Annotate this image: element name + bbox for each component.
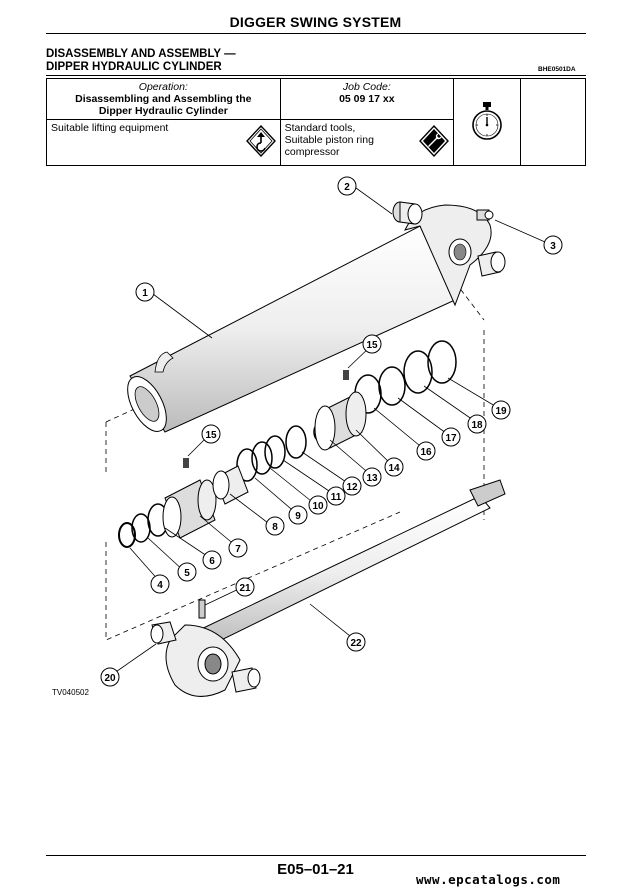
svg-text:5: 5 (184, 568, 190, 579)
svg-text:14: 14 (388, 463, 400, 474)
callout-20: 20 (100, 667, 120, 687)
tools-cell: Standard tools, Suitable piston ring com… (279, 119, 405, 166)
svg-text:3: 3 (550, 241, 556, 252)
svg-text:15: 15 (366, 340, 378, 351)
time-cell (453, 78, 521, 166)
callout-12: 12 (342, 476, 362, 496)
svg-text:9: 9 (295, 511, 301, 522)
callouts: 1 2 3 4 5 6 7 8 9 10 11 12 13 14 15 15 1… (100, 176, 563, 687)
callout-4: 4 (150, 574, 170, 594)
exploded-view-diagram: 1 2 3 4 5 6 7 8 9 10 11 12 13 14 15 15 1… (100, 176, 563, 697)
operation-cell: Operation: Disassembling and Assembling … (46, 78, 281, 120)
procedure-title: DISASSEMBLY AND ASSEMBLY — DIPPER HYDRAU… (46, 48, 236, 74)
callout-13: 13 (362, 467, 382, 487)
procedure-title-line2: DIPPER HYDRAULIC CYLINDER (46, 61, 222, 73)
callout-15a: 15 (362, 334, 382, 354)
set-screws-15 (183, 370, 349, 468)
callout-5: 5 (177, 562, 197, 582)
svg-text:22: 22 (350, 638, 362, 649)
job-code-cell: Job Code: 05 09 17 xx (279, 78, 455, 120)
callout-8: 8 (265, 516, 285, 536)
watermark: www.epcatalogs.com (416, 872, 561, 887)
section-title: DIGGER SWING SYSTEM (229, 14, 402, 30)
callout-19: 19 (491, 400, 511, 420)
callout-10: 10 (308, 495, 328, 515)
gland-7 (162, 479, 217, 539)
grease-nipple-3 (476, 209, 494, 221)
tools-line3: compressor (284, 146, 340, 158)
job-code-label: Job Code: (342, 81, 391, 93)
svg-text:18: 18 (471, 420, 483, 431)
svg-text:2: 2 (344, 182, 350, 193)
svg-text:21: 21 (239, 583, 251, 594)
cylinder-barrel (127, 204, 492, 433)
svg-text:11: 11 (331, 492, 342, 503)
job-code-value: 05 09 17 xx (339, 93, 395, 105)
callout-2: 2 (337, 176, 357, 196)
operation-line2: Dipper Hydraulic Cylinder (98, 105, 228, 117)
svg-text:1: 1 (142, 288, 148, 299)
equipment-cell: Suitable lifting equipment (45, 119, 232, 166)
svg-text:6: 6 (209, 556, 215, 567)
svg-text:13: 13 (366, 473, 378, 484)
callout-3: 3 (543, 235, 563, 255)
callout-22: 22 (346, 632, 366, 652)
svg-text:17: 17 (445, 433, 457, 444)
leader-lines (109, 187, 546, 677)
svg-text:15: 15 (205, 430, 217, 441)
page-number: E05–01–21 (277, 861, 354, 878)
piston-14 (314, 391, 367, 451)
callout-1: 1 (135, 282, 155, 302)
bush-barrel (477, 251, 506, 277)
callout-11: 11 (326, 486, 346, 506)
svg-text:10: 10 (312, 501, 324, 512)
callout-17: 17 (441, 427, 461, 447)
figure-id: TV040502 (52, 688, 89, 697)
bush-2 (392, 201, 423, 225)
wrench-icon-cell (405, 119, 454, 166)
svg-text:4: 4 (157, 580, 163, 591)
svg-text:8: 8 (272, 522, 278, 533)
callout-16: 16 (416, 441, 436, 461)
tools-line2: Suitable piston ring (284, 134, 374, 146)
callout-6: 6 (202, 550, 222, 570)
wrench-icon (419, 124, 449, 158)
svg-text:12: 12 (346, 482, 358, 493)
svg-text:19: 19 (495, 406, 507, 417)
tools-line1: Standard tools, (284, 122, 356, 134)
callout-7: 7 (228, 538, 248, 558)
stopwatch-icon (472, 101, 502, 140)
piston-rod (150, 479, 506, 697)
operation-table: Operation: Disassembling and Assembling … (45, 78, 586, 166)
seal-rings (118, 340, 457, 548)
svg-text:20: 20 (104, 673, 116, 684)
callout-18: 18 (467, 414, 487, 434)
reference-code: BHE0501DA (538, 66, 576, 73)
lifting-hook-icon (245, 124, 276, 158)
footer-rule (46, 855, 586, 856)
operation-label: Operation: (138, 81, 188, 93)
procedure-title-line1: DISASSEMBLY AND ASSEMBLY — (46, 48, 236, 60)
svg-text:7: 7 (235, 544, 241, 555)
operation-line1: Disassembling and Assembling the (75, 93, 252, 105)
callout-9: 9 (288, 505, 308, 525)
svg-text:16: 16 (420, 447, 432, 458)
bush-8 (212, 465, 249, 505)
title-rule (46, 75, 586, 76)
callout-21: 21 (235, 577, 255, 597)
lifting-icon-cell (231, 119, 281, 166)
blank-cell (520, 78, 586, 166)
callout-15b: 15 (201, 424, 221, 444)
header-rule (46, 33, 586, 34)
callout-14: 14 (384, 457, 404, 477)
